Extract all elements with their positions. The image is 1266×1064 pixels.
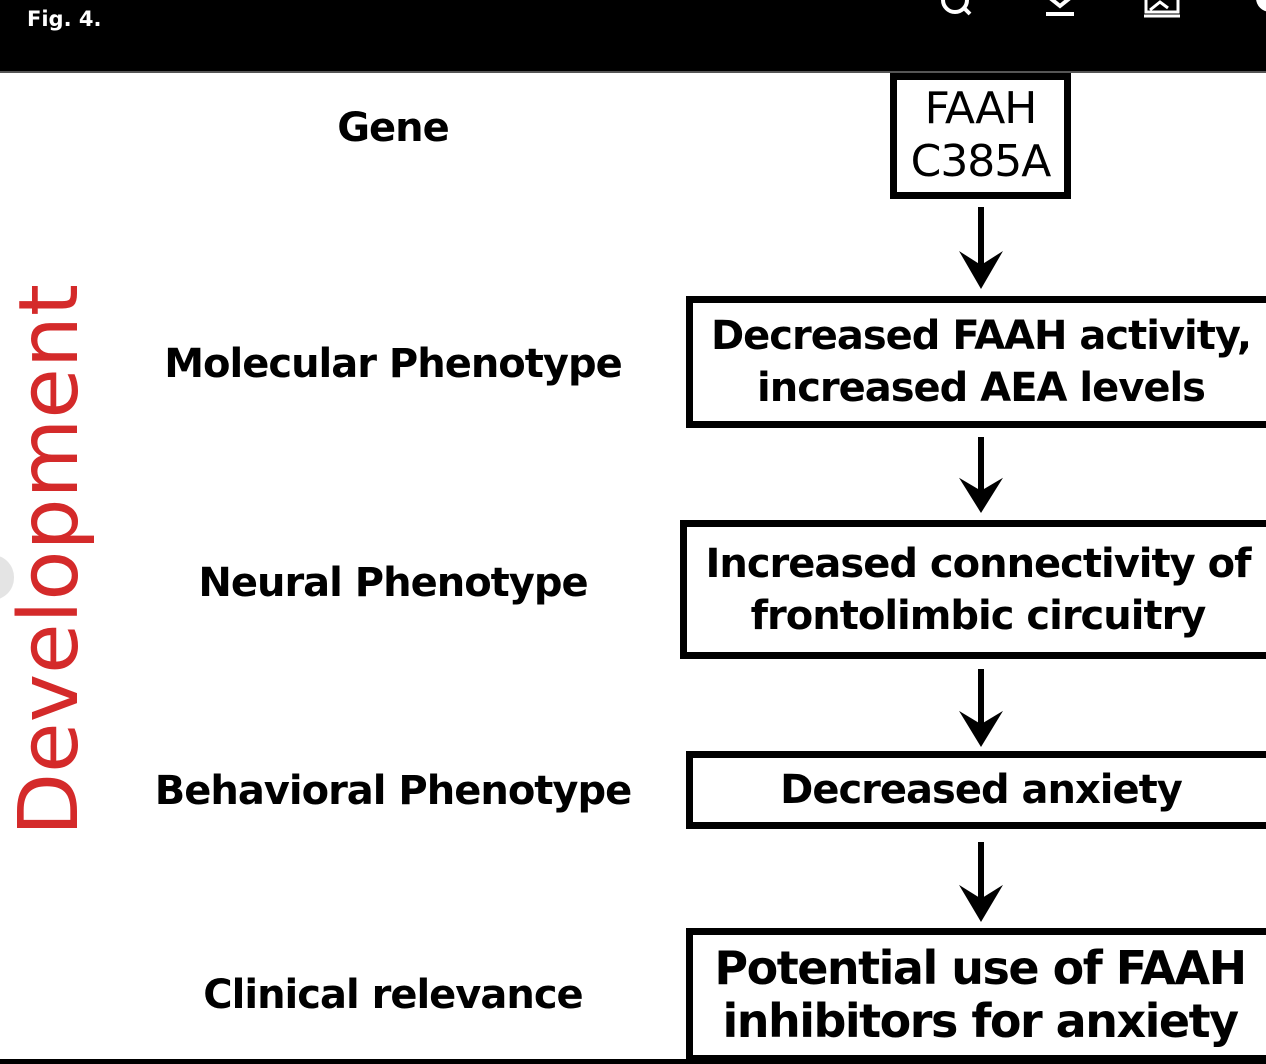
box-gene: FAAH C385A bbox=[890, 73, 1071, 199]
level-label-gene: Gene bbox=[337, 105, 450, 151]
arrow-down-icon bbox=[955, 207, 1007, 289]
arrow-down-icon bbox=[955, 437, 1007, 513]
bottom-border bbox=[0, 1059, 1266, 1064]
previous-figure-button[interactable] bbox=[0, 555, 14, 600]
box-molecular-text: Decreased FAAH activity, increased AEA l… bbox=[710, 313, 1252, 411]
box-behavioral-text: Decreased anxiety bbox=[780, 767, 1183, 813]
arrow-down-icon bbox=[955, 842, 1007, 922]
box-clinical: Potential use of FAAH inhibitors for anx… bbox=[686, 928, 1266, 1062]
box-molecular: Decreased FAAH activity, increased AEA l… bbox=[686, 296, 1266, 428]
box-gene-text: FAAH C385A bbox=[910, 83, 1052, 187]
zoom-icon[interactable] bbox=[935, 0, 975, 22]
level-label-clinical: Clinical relevance bbox=[203, 972, 583, 1018]
level-label-behavioral: Behavioral Phenotype bbox=[154, 768, 633, 814]
arrow-down-icon bbox=[955, 669, 1007, 747]
info-icon[interactable] bbox=[1242, 0, 1266, 22]
image-icon[interactable] bbox=[1142, 0, 1182, 22]
box-neural: Increased connectivity of frontolimbic c… bbox=[680, 520, 1266, 659]
viewer-toolbar: Fig. 4. bbox=[0, 0, 1266, 73]
box-clinical-text: Potential use of FAAH inhibitors for anx… bbox=[714, 941, 1247, 1048]
download-icon[interactable] bbox=[1040, 0, 1080, 22]
box-behavioral: Decreased anxiety bbox=[686, 751, 1266, 829]
level-label-neural: Neural Phenotype bbox=[198, 560, 588, 606]
level-label-molecular: Molecular Phenotype bbox=[164, 341, 623, 387]
box-neural-text: Increased connectivity of frontolimbic c… bbox=[705, 540, 1251, 639]
figure-label: Fig. 4. bbox=[27, 7, 102, 31]
development-axis-label: Development bbox=[2, 283, 97, 837]
